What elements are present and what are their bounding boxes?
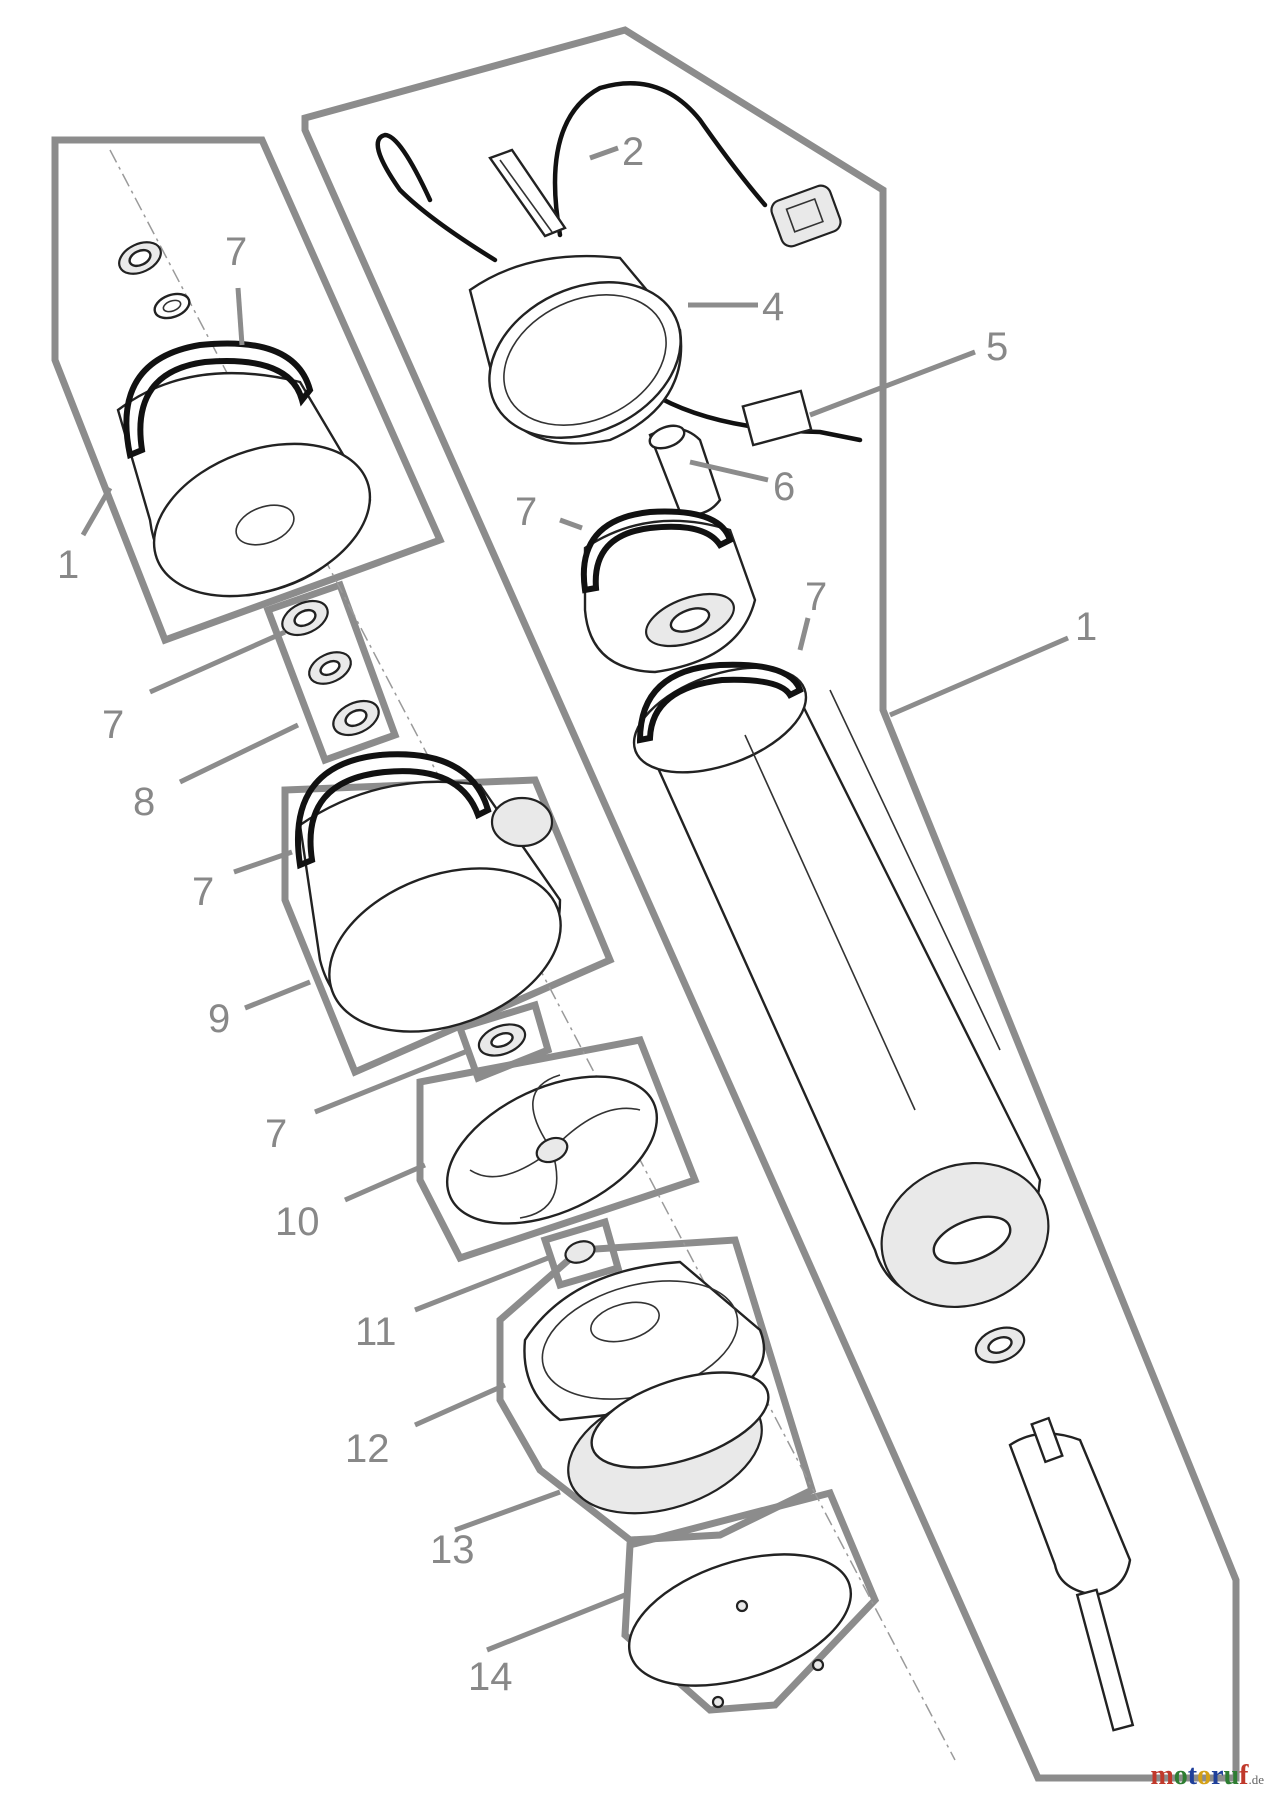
cable-wiring-part [375,80,863,443]
frame-bearing-7-lower [455,1000,553,1083]
rotor-shaft-part [1008,1416,1135,1732]
callout-4: 4 [762,285,784,329]
upper-cover-part [116,340,372,598]
bearing-7-lower-part [477,1023,527,1057]
callout-1-left: 1 [57,543,79,587]
callout-labels: 2 4 5 6 7 7 7 1 7 8 7 9 7 10 11 12 13 14… [57,130,1097,1699]
callout-7-motor-top: 7 [515,490,537,534]
bearing-8-part [308,651,380,737]
terminal-bracket-2-part [488,148,567,238]
callout-7-upper-cover: 7 [225,230,247,274]
callout-2: 2 [622,130,644,174]
callout-12: 12 [345,1427,390,1471]
frame-upper-motor-cover-group [51,136,445,645]
callout-5: 5 [986,325,1008,369]
frame-bearing-8-group [263,580,400,765]
leader-lines [80,145,1069,1653]
callout-7-lower: 7 [265,1112,287,1156]
callout-13: 13 [430,1528,475,1572]
motoruf-logo: motoruf.de [1150,1760,1264,1792]
brand-name: motoruf [1150,1760,1249,1791]
brand-tld: .de [1248,1772,1264,1787]
callout-10: 10 [275,1200,320,1244]
frame-motor-assembly-group [301,26,1240,1782]
callout-7-housing: 7 [192,870,214,914]
frame-base-14-group [621,1488,880,1714]
base-plate-14-part [627,1553,853,1709]
plug-part [770,184,842,248]
motor-stator-part [632,661,1050,1309]
callout-7-bearing: 7 [102,703,124,747]
motor-lower-bearing-part [974,1326,1026,1364]
callout-6: 6 [773,465,795,509]
callout-14: 14 [468,1655,513,1699]
callout-8: 8 [133,780,155,824]
motor-upper-bearing-housing-part [580,508,757,674]
cable-box-5-part [741,389,813,447]
bearing-7-part [281,599,329,637]
callout-7-stator: 7 [805,575,827,619]
frame-impeller-10-group [416,1036,700,1263]
impeller-10-part [445,1074,659,1225]
seal-11-part [564,1240,596,1264]
washer-part [153,292,191,320]
strainer-13-part [567,1371,770,1515]
pump-housing-9-part [294,751,562,1033]
frame-lower-housing-group [496,1236,817,1544]
motor-cover-4-part [468,254,683,445]
callout-11: 11 [355,1310,397,1354]
callout-1-right: 1 [1075,605,1097,649]
callout-9: 9 [208,997,230,1041]
upper-bearing-part [118,241,162,275]
